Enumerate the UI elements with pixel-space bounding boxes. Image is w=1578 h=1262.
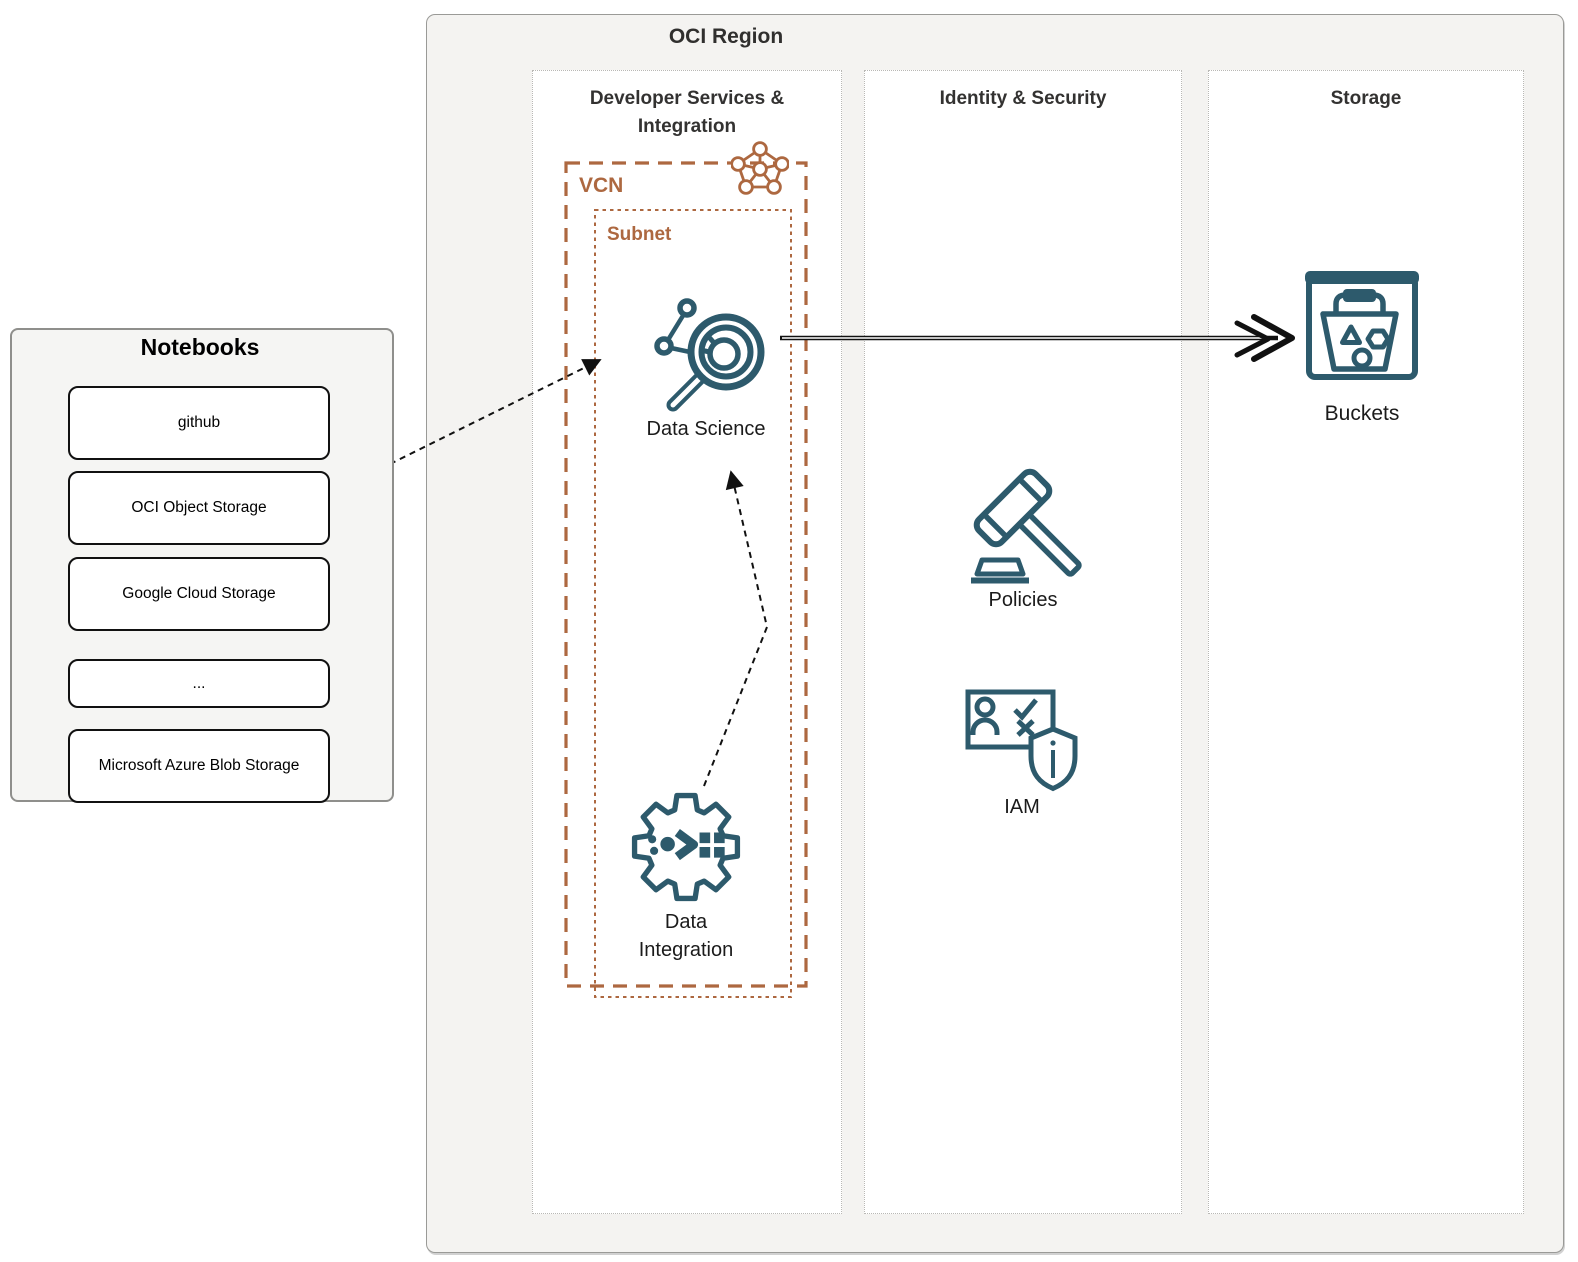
column-storage-header: Storage (1330, 88, 1402, 109)
column-developer-services: Developer Services & Integration (532, 70, 842, 1214)
buckets-label: Buckets (1324, 402, 1400, 425)
identity-card-shield-icon (960, 684, 1080, 804)
column-developer-services-header: Developer Services & Integration (589, 88, 785, 137)
column-identity-security: Identity & Security (864, 70, 1182, 1214)
column-identity-security-header: Identity & Security (939, 88, 1107, 109)
gear-pipeline-icon (628, 789, 744, 905)
gavel-icon (962, 462, 1086, 586)
subnet-label: Subnet (607, 224, 672, 245)
data-science-label: Data Science (646, 418, 766, 440)
vcn-label: VCN (579, 174, 624, 197)
iam-label: IAM (1004, 796, 1040, 818)
data-integration-label: Data Integration (638, 911, 734, 961)
policies-label: Policies (988, 589, 1058, 611)
notebook-item-more: ... (68, 659, 330, 708)
network-mesh-icon (731, 140, 789, 196)
oci-region-title: OCI Region (668, 25, 784, 48)
magnifier-analytics-icon (640, 288, 770, 418)
storage-bucket-icon (1302, 264, 1422, 384)
column-storage: Storage (1208, 70, 1524, 1214)
notebook-item-oci-object-storage: OCI Object Storage (68, 471, 330, 545)
notebook-item-azure-blob-storage: Microsoft Azure Blob Storage (68, 729, 330, 803)
notebook-item-google-cloud-storage: Google Cloud Storage (68, 557, 330, 631)
notebook-item-github: github (68, 386, 330, 460)
notebooks-title: Notebooks (140, 334, 260, 360)
